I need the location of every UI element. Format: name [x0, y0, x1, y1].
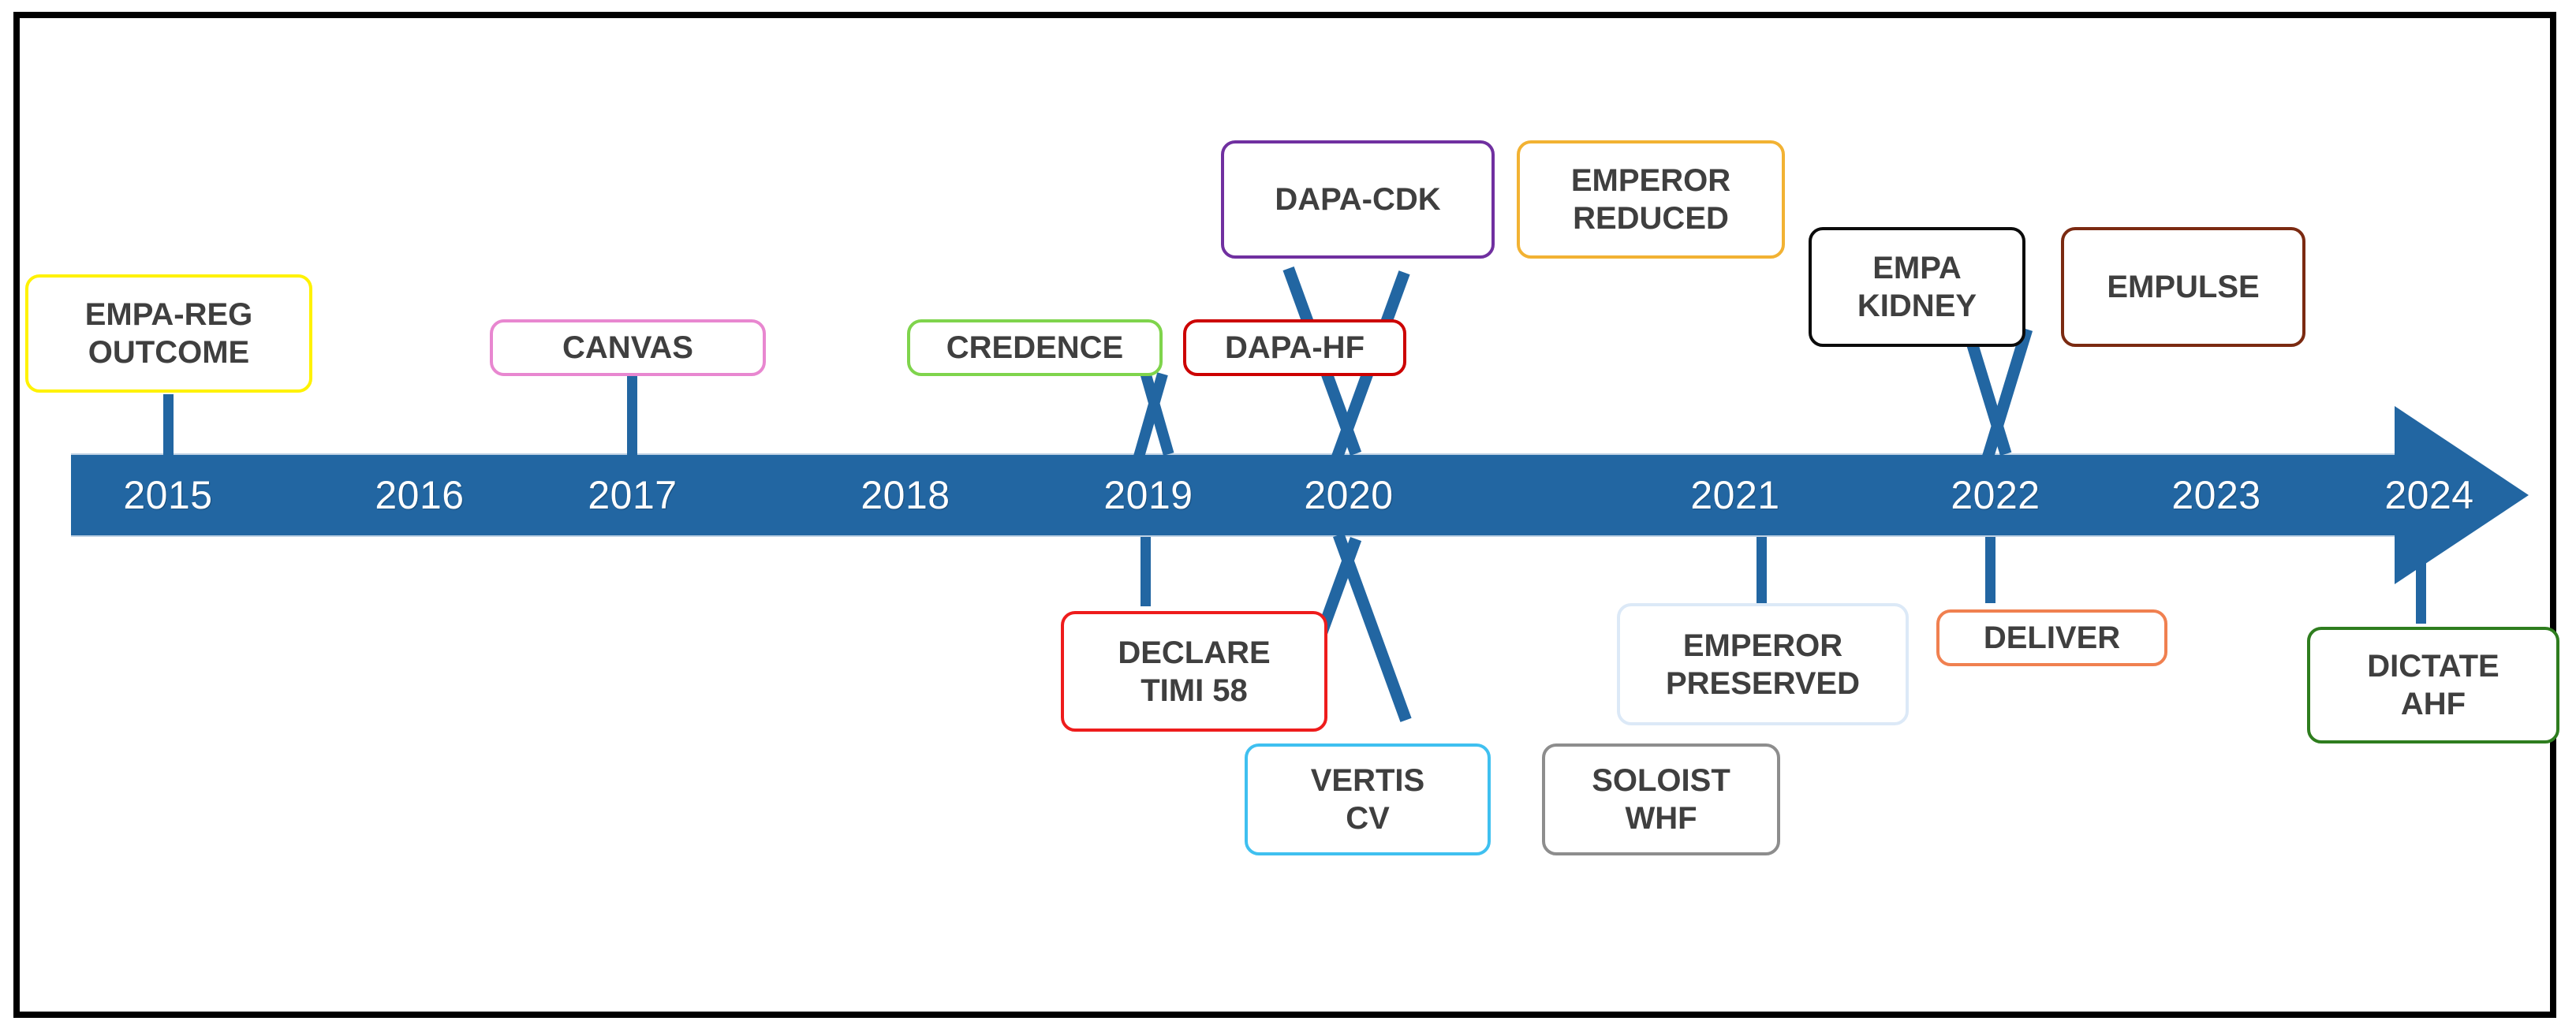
study-box-vertis-cv[interactable]: VERTIS CV	[1245, 743, 1491, 855]
study-label-deliver: DELIVER	[1983, 620, 2121, 655]
connector-deliver	[1985, 537, 1995, 603]
study-label-empa-kidney-line1: EMPA	[1872, 251, 1962, 285]
study-label-vertis-cv-line1: VERTIS	[1310, 763, 1425, 798]
year-tick-2019: 2019	[1103, 473, 1193, 517]
year-tick-2021: 2021	[1690, 473, 1780, 517]
study-box-soloist-whf[interactable]: SOLOIST WHF	[1542, 743, 1780, 855]
year-tick-2016: 2016	[375, 473, 465, 517]
study-box-credence[interactable]: CREDENCE	[907, 319, 1163, 376]
study-label-dapa-cdk: DAPA-CDK	[1275, 182, 1441, 217]
connector-dictate-ahf	[2416, 537, 2426, 624]
study-label-credence: CREDENCE	[946, 330, 1124, 365]
study-box-empa-kidney[interactable]: EMPA KIDNEY	[1809, 227, 2025, 347]
study-box-dictate-ahf[interactable]: DICTATE AHF	[2307, 627, 2559, 743]
study-box-deliver[interactable]: DELIVER	[1936, 609, 2167, 666]
study-box-empa-reg-outcome[interactable]: EMPA-REG OUTCOME	[25, 274, 312, 393]
timeline-axis-bar	[71, 453, 2414, 537]
study-box-emperor-preserved[interactable]: EMPEROR PRESERVED	[1617, 603, 1909, 725]
study-label-dictate-ahf-line1: DICTATE	[2367, 649, 2499, 684]
study-box-declare-timi-58[interactable]: DECLARE TIMI 58	[1061, 611, 1327, 732]
year-tick-2017: 2017	[588, 473, 678, 517]
study-label-emperor-reduced-line1: EMPEROR	[1570, 163, 1731, 198]
study-label-soloist-whf-line1: SOLOIST	[1592, 763, 1730, 798]
study-label-dictate-ahf-line2: AHF	[2400, 687, 2466, 721]
study-box-empulse[interactable]: EMPULSE	[2061, 227, 2305, 347]
year-tick-2022: 2022	[1951, 473, 2040, 517]
study-label-emperor-preserved-line2: PRESERVED	[1665, 665, 1860, 701]
connector-declare-timi-58	[1141, 537, 1151, 606]
year-tick-2015: 2015	[123, 473, 213, 517]
study-label-empa-reg-outcome-line1: EMPA-REG	[84, 297, 253, 332]
study-label-dapa-hf: DAPA-HF	[1224, 330, 1365, 365]
connector-emperor-preserved	[1757, 537, 1767, 603]
study-label-emperor-preserved-line1: EMPEROR	[1682, 628, 1843, 663]
study-label-vertis-cv-line2: CV	[1346, 801, 1390, 836]
study-label-emperor-reduced-line2: REDUCED	[1573, 201, 1729, 236]
study-label-empa-reg-outcome-line2: OUTCOME	[88, 335, 250, 370]
year-tick-2018: 2018	[861, 473, 950, 517]
study-label-declare-timi-58-line2: TIMI 58	[1141, 673, 1248, 708]
study-label-canvas: CANVAS	[562, 330, 693, 365]
year-tick-2023: 2023	[2171, 473, 2261, 517]
year-tick-2020: 2020	[1304, 473, 1394, 517]
study-box-dapa-cdk[interactable]: DAPA-CDK	[1221, 140, 1495, 259]
study-box-canvas[interactable]: CANVAS	[490, 319, 766, 376]
study-label-declare-timi-58-line1: DECLARE	[1118, 635, 1271, 670]
study-label-empa-kidney-line2: KIDNEY	[1857, 289, 1977, 323]
study-box-emperor-reduced[interactable]: EMPEROR REDUCED	[1517, 140, 1785, 259]
study-box-dapa-hf[interactable]: DAPA-HF	[1183, 319, 1406, 376]
connector-canvas	[627, 376, 637, 457]
connector-empa-reg-outcome	[163, 394, 174, 457]
year-tick-2024: 2024	[2384, 473, 2474, 517]
study-label-empulse: EMPULSE	[2107, 270, 2260, 304]
study-label-soloist-whf-line2: WHF	[1625, 801, 1697, 836]
